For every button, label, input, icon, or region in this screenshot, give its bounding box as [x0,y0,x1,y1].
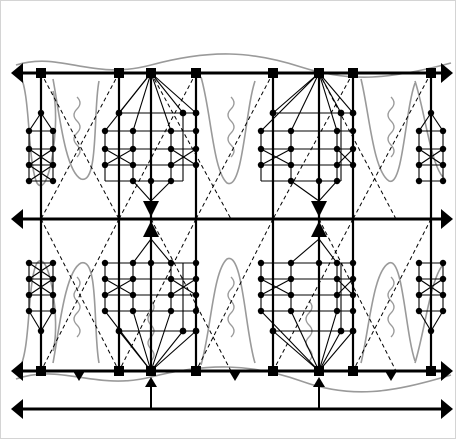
right-arrow-icon [441,63,453,83]
left-arrow-icon [11,63,23,83]
left-arrow-icon [11,209,23,229]
center-right-module [261,73,353,371]
triangle-marker [311,221,327,237]
wavy-boundaries [16,54,451,392]
triangle-marker [143,201,159,217]
lower-lobe-center [201,258,255,365]
vertical-posts [41,73,431,371]
left-arrow-icon [11,399,23,419]
right-arrow-icon [441,399,453,419]
triangle-marker [143,221,159,237]
upper-lobe-center [201,77,255,184]
right-arrow-icon [441,209,453,229]
base-connectors [151,383,319,409]
right-arrow-icon [441,361,453,381]
upper-lobe-left [19,73,56,186]
dashed-diagonals [41,73,431,371]
rail-arrowheads [11,63,453,419]
triangle-marker [311,201,327,217]
